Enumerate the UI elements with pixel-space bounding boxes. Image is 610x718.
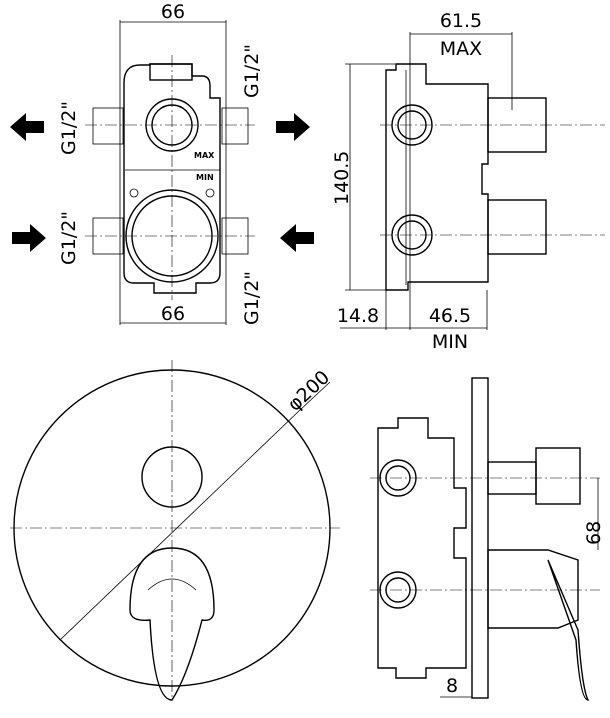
spacing-dim: 68: [583, 521, 605, 545]
thread-top-right: G1/2": [241, 44, 263, 98]
min-mark: MIN: [196, 173, 214, 182]
thread-bottom-left: G1/2": [58, 211, 80, 265]
depth-min-label: MIN: [432, 331, 468, 353]
plate-view: φ200: [10, 360, 340, 701]
max-mark: MAX: [194, 151, 215, 160]
arrow-right-icon: [276, 113, 310, 141]
depth-max-label: MAX: [440, 38, 482, 60]
installed-side-view: 68 8: [370, 377, 605, 701]
thread-top-left: G1/2": [58, 101, 80, 155]
offset-dim: 14.8: [337, 305, 379, 327]
side-view: 61.5 MAX 140.5 14.8 46.5 MIN: [331, 10, 605, 353]
arrow-left-icon: [10, 113, 44, 141]
width-bottom-dim: 66: [161, 303, 185, 325]
height-dim: 140.5: [331, 151, 353, 205]
diameter-dim: φ200: [283, 366, 334, 415]
depth-max-dim: 61.5: [440, 10, 482, 32]
width-top-dim: 66: [161, 1, 185, 23]
plate-thickness-dim: 8: [446, 675, 458, 697]
front-view: 66 66 MAX MIN G1/2" G1/2" G1/2" G1/2": [10, 1, 314, 325]
arrow-right-icon: [12, 224, 46, 252]
thread-bottom-right: G1/2": [241, 271, 263, 325]
arrow-left-icon: [280, 224, 314, 252]
depth-min-dim: 46.5: [429, 305, 471, 327]
